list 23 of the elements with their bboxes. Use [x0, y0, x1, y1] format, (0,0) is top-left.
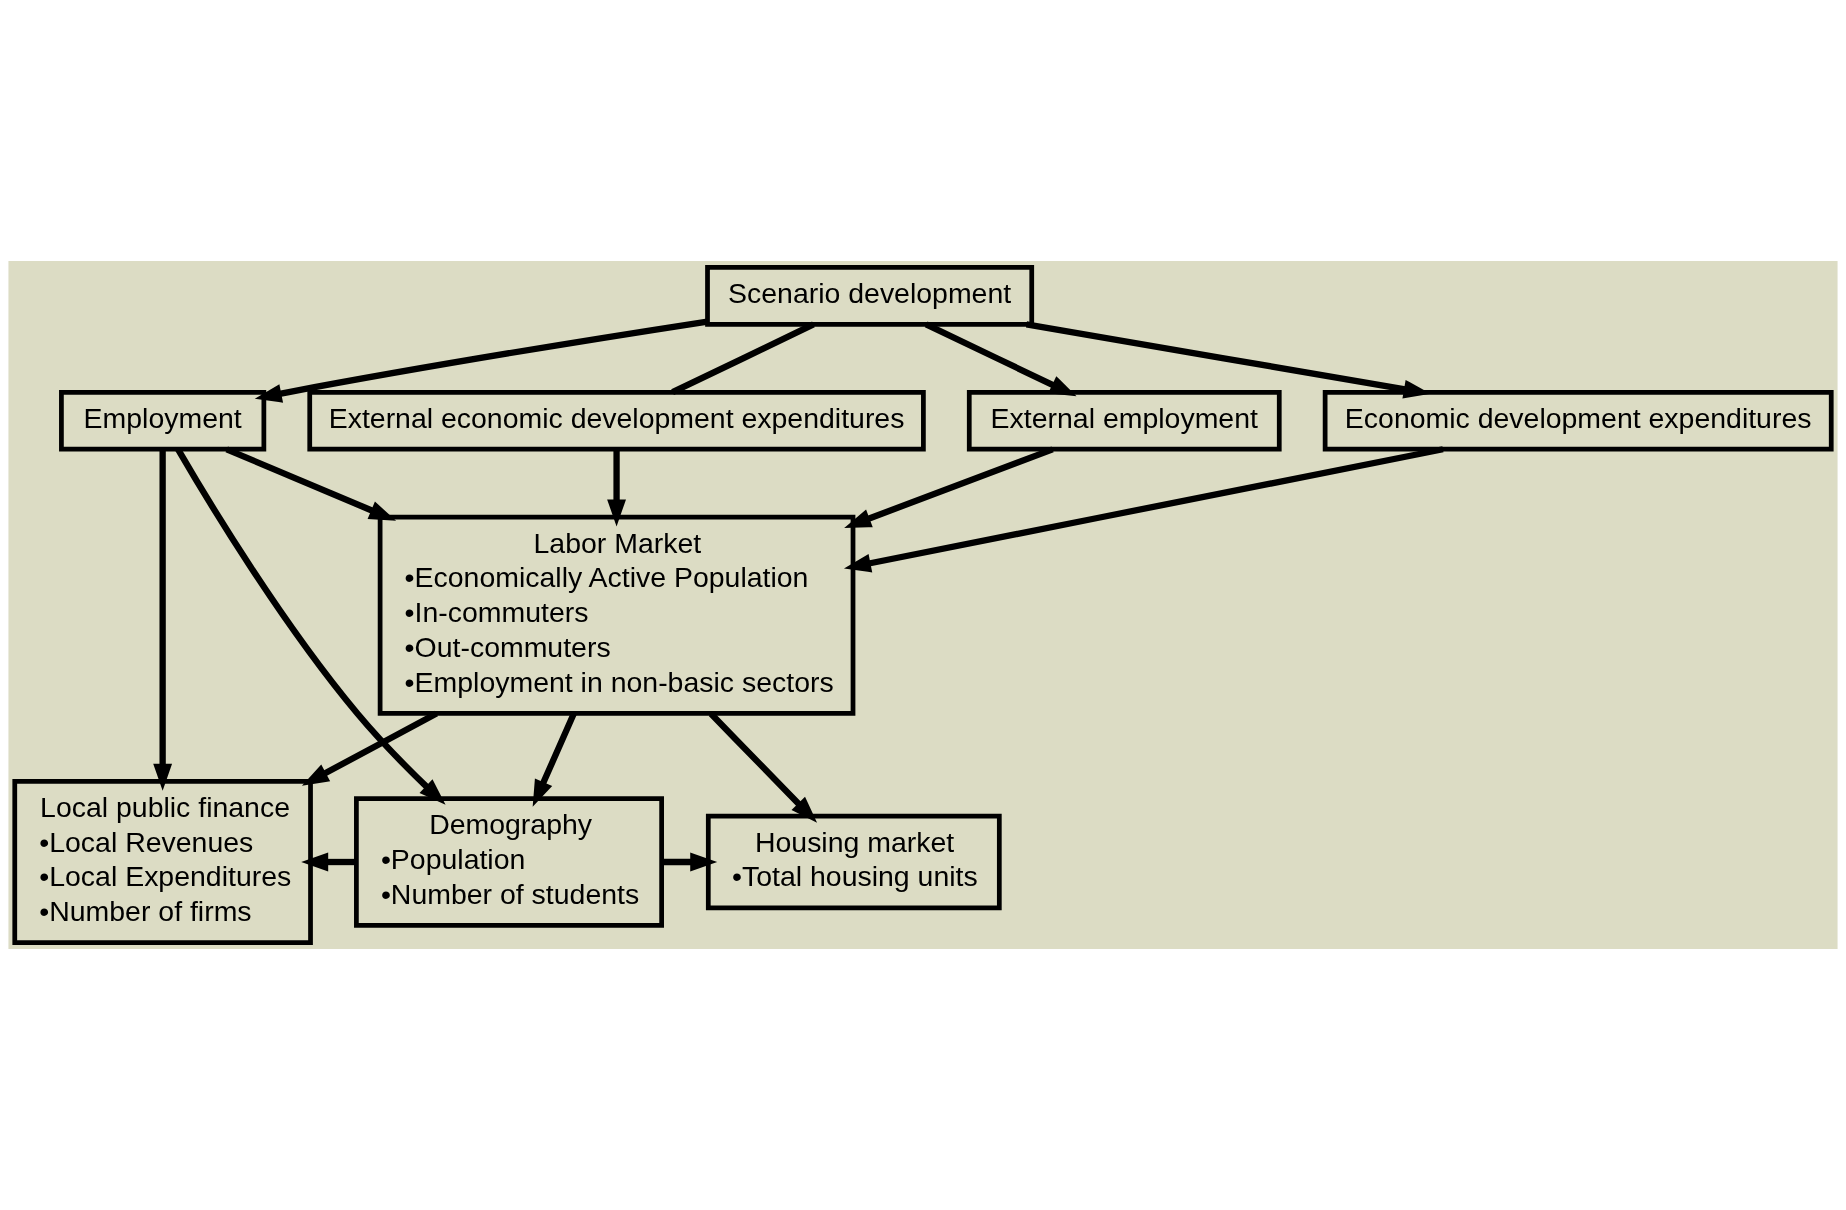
- arrow: [175, 447, 446, 805]
- arrow: [844, 446, 1054, 528]
- node-box: Labor Market •Economically Active Population •In-commuters •Out-commuters •Employment in non-basic sectors: [377, 514, 856, 716]
- arrow: [532, 712, 577, 807]
- arrow: [661, 852, 718, 872]
- arrow: [153, 449, 173, 791]
- arrow: [1025, 321, 1431, 399]
- node-box: External economic development expenditures: [307, 389, 926, 452]
- node-box: Demography •Population •Number of students: [354, 796, 664, 928]
- node-box: Employment: [59, 389, 267, 452]
- node-box: Economic development expenditures: [1322, 389, 1834, 452]
- arrow: [301, 710, 438, 786]
- arrow: [607, 449, 626, 527]
- arrow: [924, 321, 1077, 397]
- arrow: [254, 318, 708, 403]
- node-box: Scenario development: [705, 264, 1035, 327]
- node-box: Housing market •Total housing units: [705, 813, 1002, 911]
- arrow: [225, 446, 397, 521]
- node-box: External employment: [966, 389, 1282, 452]
- arrow: [301, 852, 356, 872]
- connector: [671, 321, 815, 396]
- arrow: [843, 446, 1444, 573]
- node-box: Local public finance •Local Revenues •Local Expenditures •Number of firms: [12, 779, 313, 946]
